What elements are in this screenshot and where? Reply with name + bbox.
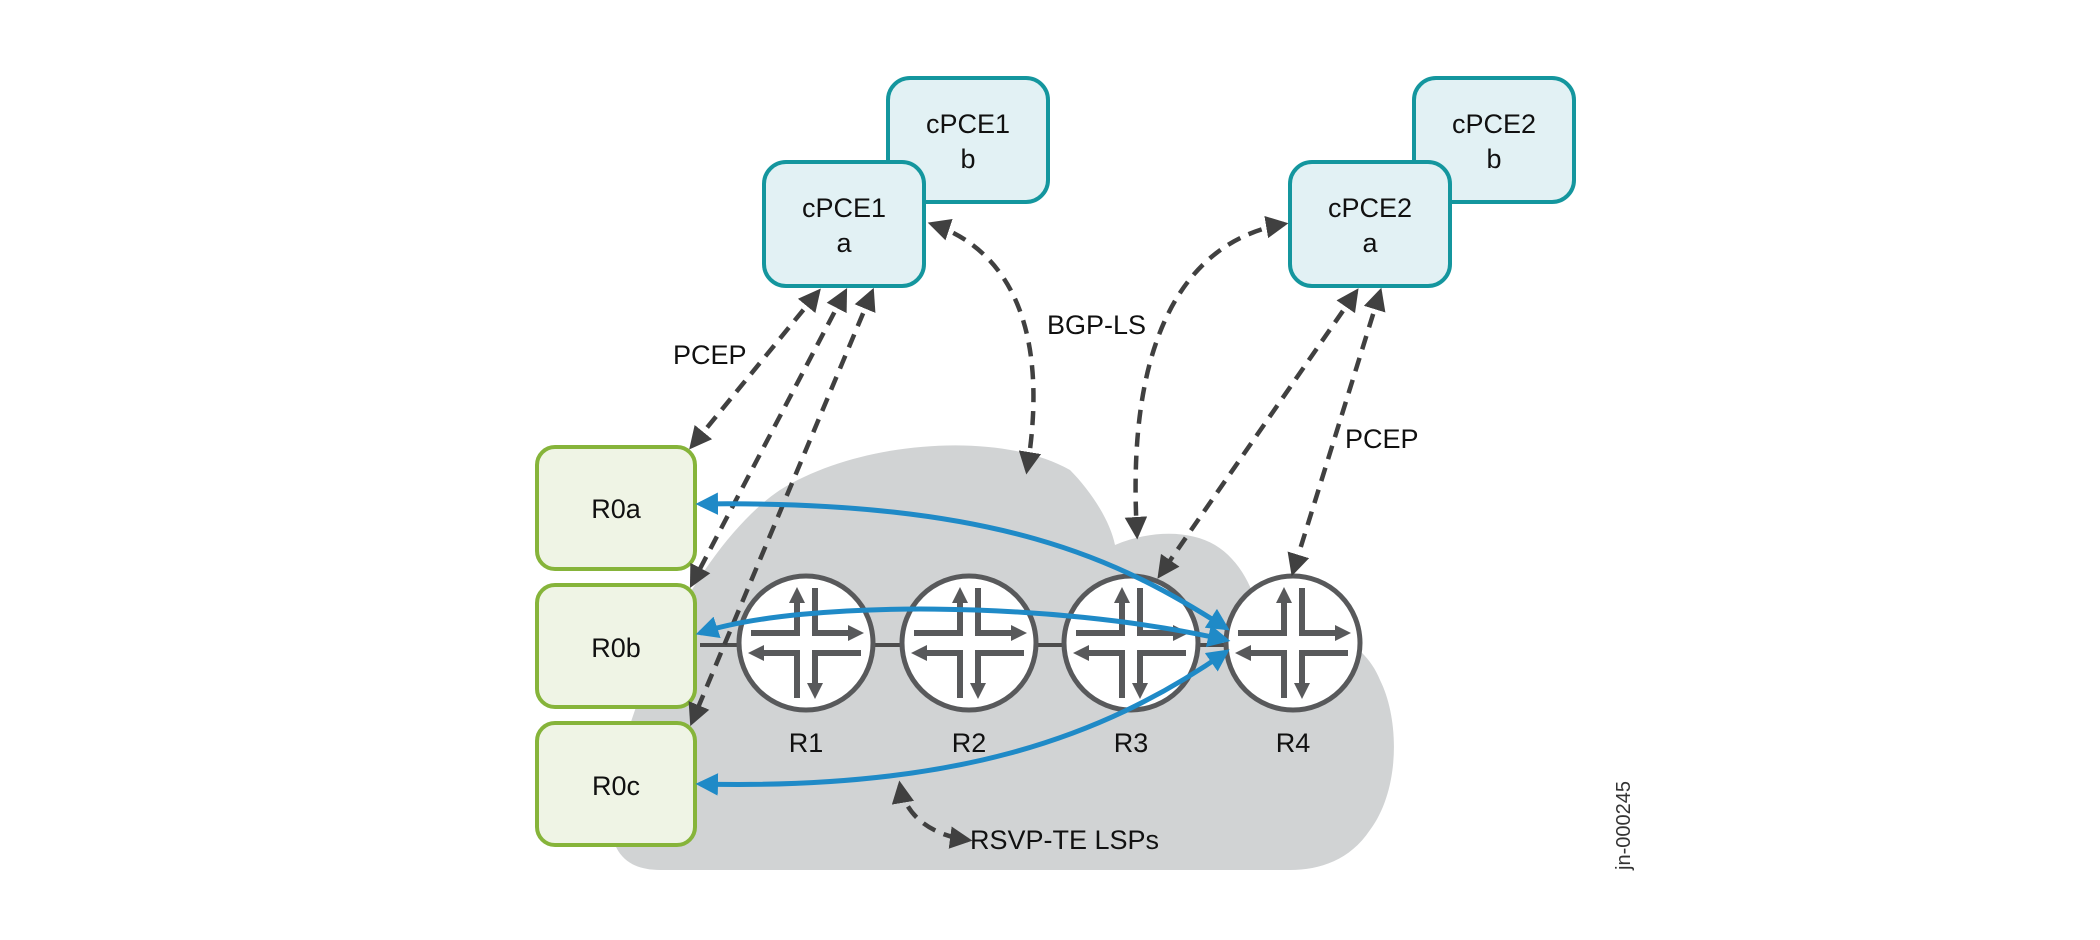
pcep-session-r4 — [1287, 287, 1386, 577]
controller-cpce1a-suffix: a — [836, 228, 852, 258]
router-r4[interactable] — [1226, 576, 1360, 710]
ingress-router-r0a-label: R0a — [591, 494, 642, 524]
lsp-r4-r0a — [695, 492, 1230, 631]
ingress-router-r0b-label: R0b — [591, 633, 641, 663]
bgp-ls-session-right — [1124, 215, 1289, 540]
router-r2-label: R2 — [952, 728, 987, 758]
ingress-router-r0c-label: R0c — [592, 771, 640, 801]
router-r1[interactable] — [739, 576, 873, 710]
bgp-ls-session-left — [927, 219, 1042, 475]
router-r4-label: R4 — [1276, 728, 1311, 758]
controller-cpce2b-suffix: b — [1486, 144, 1501, 174]
controller-cpce2a-name: cPCE2 — [1328, 193, 1412, 223]
controller-cpce2a-suffix: a — [1362, 228, 1378, 258]
bgp-ls-label: BGP-LS — [1047, 310, 1146, 340]
pcep-label-left: PCEP — [673, 340, 747, 370]
controller-cpce1a[interactable]: cPCE1 a — [762, 160, 926, 288]
router-r3-label: R3 — [1114, 728, 1149, 758]
ingress-router-r0c[interactable]: R0c — [535, 721, 697, 847]
lsp-r4-r0b — [695, 606, 1231, 647]
controller-cpce2b-name: cPCE2 — [1452, 109, 1536, 139]
ingress-router-r0a[interactable]: R0a — [535, 445, 697, 571]
controller-cpce2b[interactable]: cPCE2 b — [1412, 76, 1576, 204]
pcep-label-right: PCEP — [1345, 424, 1419, 454]
router-r1-label: R1 — [789, 728, 824, 758]
rsvp-te-lsps — [695, 492, 1231, 796]
controller-cpce1b[interactable]: cPCE1 b — [886, 76, 1050, 204]
pcep-session-r3 — [1157, 288, 1359, 579]
figure-id: jn-000245 — [1613, 781, 1635, 871]
controller-cpce1b-suffix: b — [960, 144, 975, 174]
controller-cpce1a-name: cPCE1 — [802, 193, 886, 223]
router-r2[interactable] — [902, 576, 1036, 710]
lsp-r4-r0c — [695, 649, 1230, 796]
controller-cpce2a[interactable]: cPCE2 a — [1288, 160, 1452, 288]
rsvp-te-lsps-label: RSVP-TE LSPs — [970, 825, 1159, 855]
controller-cpce1b-name: cPCE1 — [926, 109, 1010, 139]
ingress-router-r0b[interactable]: R0b — [535, 583, 697, 709]
